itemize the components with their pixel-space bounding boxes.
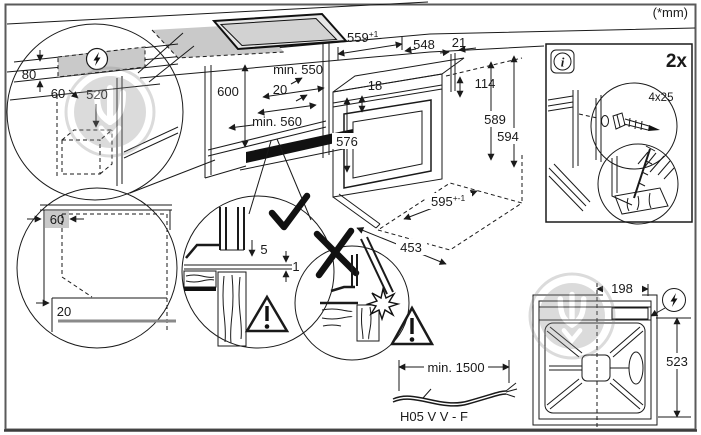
oven-corner-sketch: [547, 90, 598, 212]
cable-length-label: min. 1500: [427, 360, 484, 375]
dim-548-label: 548: [413, 37, 435, 52]
back-panel-brace: [546, 326, 644, 410]
page-border: [4, 3, 697, 432]
cable-type-label: H05 V V - F: [400, 409, 468, 424]
dim-576-label: 576: [336, 134, 358, 149]
dim-589-label: 589: [484, 112, 506, 127]
clearance-zone: [45, 211, 69, 228]
quantity-label: 2x: [666, 51, 688, 72]
dim-559-label: 559+1: [347, 29, 379, 45]
dim-60-label: 60: [51, 86, 65, 101]
dim-min560-label: min. 560: [252, 114, 302, 129]
screw-icon: [612, 112, 660, 131]
cable-route-box: [61, 129, 114, 175]
vent-strip: [246, 129, 353, 163]
dim-114-label: 114: [475, 76, 496, 91]
leader-to-gap-detail: [248, 138, 312, 221]
cross-icon: [313, 227, 360, 279]
screw-detail-circle: 4x25: [590, 82, 678, 170]
countertop-drawing: [6, 1, 696, 83]
wrong-install-detail: [294, 227, 435, 361]
dim-80-label: 80: [22, 67, 36, 82]
hob: [211, 12, 349, 51]
niche-drawing: 600 min. 550 20 min. 560: [204, 43, 359, 221]
warning-icon: [389, 305, 435, 346]
dim-198-label: 198: [611, 281, 633, 296]
screw-size-label: 4x25: [649, 92, 674, 104]
units-note: (*mm): [653, 5, 688, 20]
screw-into-wood-icon: [633, 145, 656, 199]
check-icon: [268, 192, 311, 231]
rear-view-drawing: 198 523: [532, 281, 694, 427]
terminal-box: [611, 307, 649, 320]
mounting-panel: i 2x: [545, 43, 693, 225]
svg-text:i: i: [561, 55, 565, 70]
spark-icon: [365, 286, 401, 322]
watermark-logo: [64, 66, 156, 158]
power-cable-diagram: min. 1500 H05 V V - F: [392, 359, 518, 424]
oven-drawing: 559+1 548 21 18 114 576 589 594 595+-1 4…: [332, 29, 525, 265]
cable-icon: [392, 382, 518, 407]
dim-min550-label: min. 550: [273, 62, 323, 77]
gap-1-label: 1: [292, 259, 299, 274]
board-wood-section: [321, 304, 380, 342]
info-icon: i: [550, 49, 575, 74]
dim-520-label: 520: [86, 87, 108, 102]
dim-21-label: 21: [452, 35, 466, 50]
side-dim-60-label: 60: [50, 212, 64, 227]
wall-socket-detail: 80 60 520: [6, 23, 216, 201]
lightning-icon: [662, 288, 686, 312]
watermark-logo: [528, 272, 616, 360]
gap-5-label: 5: [260, 242, 267, 257]
lightning-icon: [85, 47, 109, 71]
cabinet-side-detail: 60 20: [16, 187, 178, 349]
hob-gap-detail: 5 1: [181, 192, 335, 349]
worktop-wood-section: [183, 270, 247, 347]
dim-595-label: 595+-1: [431, 193, 465, 209]
dim-18-label: 18: [368, 78, 382, 93]
dim-453-label: 453: [400, 240, 422, 255]
warning-icon: [244, 294, 290, 333]
dim-20-label: 20: [273, 82, 287, 97]
dim-600-label: 600: [217, 84, 239, 99]
wood-fixing-circle: [597, 143, 679, 225]
side-dim-20-label: 20: [57, 304, 71, 319]
dim-594-label: 594: [497, 129, 519, 144]
dim-523-label: 523: [666, 354, 688, 369]
